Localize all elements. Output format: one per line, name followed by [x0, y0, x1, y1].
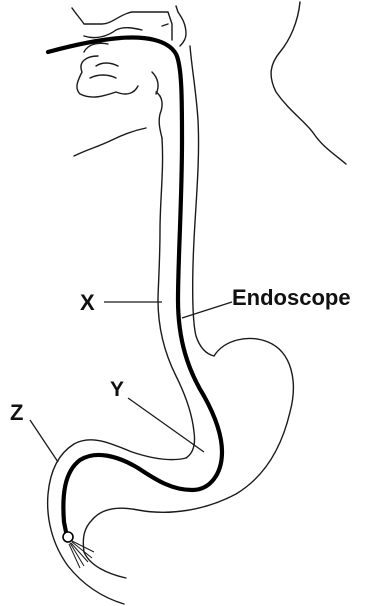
duodenum-outline — [84, 552, 126, 578]
endoscope-tip — [63, 532, 73, 542]
nasal-oral-anatomy — [72, 6, 186, 156]
label-endoscope: Endoscope — [232, 285, 351, 310]
endoscope-tube — [48, 38, 222, 532]
stomach-inner-curve — [48, 440, 186, 604]
label-z: Z — [10, 400, 23, 425]
light-rays — [69, 541, 94, 568]
face-outline — [271, 2, 346, 164]
leader-z — [30, 420, 58, 462]
label-y: Y — [110, 378, 124, 401]
label-x: X — [80, 290, 95, 315]
leader-endoscope — [182, 302, 232, 318]
